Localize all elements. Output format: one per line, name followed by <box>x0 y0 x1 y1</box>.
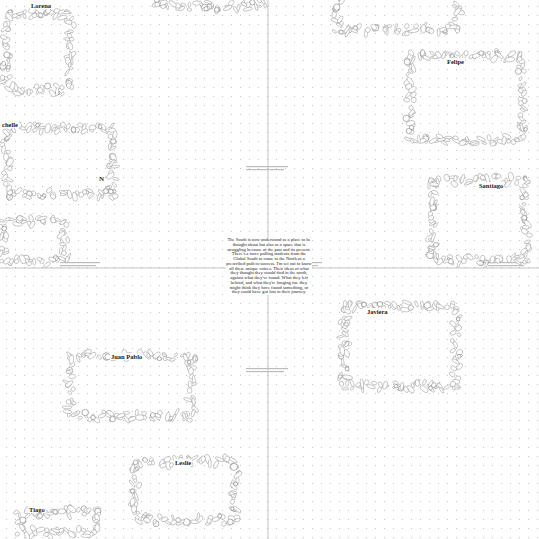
wreath-outline <box>6 14 70 90</box>
person-name: Lorena <box>30 2 52 9</box>
floral-frame: Santiago <box>432 180 526 260</box>
floral-frame: chelle <box>6 128 112 194</box>
wreath-outline <box>136 462 236 520</box>
floral-frame: Juan Pablo <box>70 356 192 416</box>
person-name: Tiago <box>28 506 46 513</box>
wreath-outline <box>410 56 522 140</box>
wreath-outline <box>432 180 526 260</box>
person-name: chelle <box>1 121 19 128</box>
person-name: Leslie <box>174 459 192 466</box>
person-name: Juan Pablo <box>110 353 143 360</box>
wreath-outline <box>6 128 112 194</box>
floral-frame <box>0 0 465 268</box>
person-name: Santiago <box>478 182 504 189</box>
person-name: Felipe <box>446 58 465 65</box>
floral-frame: Lorena <box>6 14 70 90</box>
person-name: Javiera <box>366 308 389 315</box>
wreath-outline <box>344 306 456 386</box>
floral-frame: Leslie <box>136 462 236 520</box>
floral-frame: Tiago <box>20 512 98 532</box>
tiny-notes <box>60 166 528 372</box>
floral-frame: Felipe <box>410 56 522 140</box>
wreath-outline <box>70 356 192 416</box>
intro-paragraph: The South is now understood as a place t… <box>226 238 312 295</box>
floral-frame: Javiera <box>344 306 456 386</box>
letter-mark: N <box>99 175 104 183</box>
wreath-outline <box>20 512 98 532</box>
